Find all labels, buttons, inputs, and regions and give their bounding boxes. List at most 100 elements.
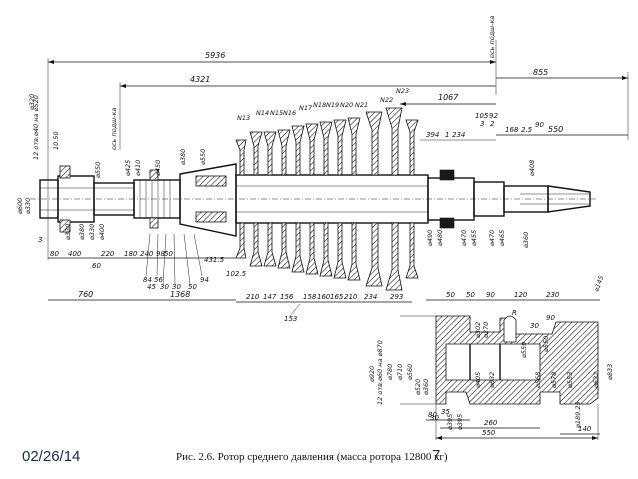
bottom-dim-98: 98: [156, 250, 165, 258]
stage-label-n19: N19: [326, 101, 339, 109]
detail-bottom-550: 550: [482, 429, 496, 437]
top-dim-234: 234: [452, 131, 465, 139]
bottom-dim-240: 240: [140, 250, 154, 258]
detail-left-710: ⌀710: [396, 364, 404, 380]
bottom-dim-431-5: 431.5: [204, 256, 225, 264]
stage-label-n16: N16: [283, 109, 296, 117]
detail-inner-302: ⌀302: [474, 322, 482, 338]
top-dim-2-5: 2.5: [521, 126, 533, 134]
detail-left-395: ⌀395: [456, 414, 464, 430]
detail-left-560: ⌀560: [406, 364, 414, 380]
detail-misc-r: R: [512, 309, 517, 317]
bottom-dim-400: 400: [68, 250, 82, 258]
top-dim-105: 105: [475, 112, 489, 120]
disc-stages-top: [235, 107, 419, 176]
detail-inner-622: ⌀622: [592, 372, 600, 388]
top-dim-394: 394: [426, 131, 439, 139]
detail-inner-270: ⌀270: [482, 322, 490, 338]
detail-inner-405: ⌀405: [474, 372, 482, 388]
detail-misc-189: ⌀189.25: [574, 401, 582, 428]
bottom-dim-153: 153: [284, 315, 297, 323]
stage-label-n17: N17: [299, 104, 313, 112]
detail-left-920: ⌀920: [368, 366, 376, 382]
detail-top-dim-50b: 50: [466, 291, 475, 299]
bottom-dim-158: 158: [303, 293, 317, 301]
detail-inner-568: ⌀568: [534, 372, 542, 388]
detail-bottom-140: 140: [578, 425, 592, 433]
top-dim-168: 168: [505, 126, 519, 134]
detail-misc-550: ⌀550: [542, 336, 550, 352]
top-dim-3: 3: [480, 120, 484, 128]
bearing-axis-label-right: ось подш-ка: [488, 16, 496, 58]
length-550-label: 550: [548, 125, 563, 134]
left-label-10-50: 10.50: [52, 131, 60, 150]
bottom-dim-760: 760: [78, 290, 93, 299]
bottom-dim-293: 293: [390, 293, 403, 301]
detail-misc-35: 35: [441, 408, 450, 416]
stage-label-n21: N21: [355, 101, 368, 109]
left-diameter-330b: ⌀330: [64, 224, 72, 240]
detail-view: 50 50 90 120 230 90 ⌀920 12 отв.⌀60 на ⌀…: [368, 291, 614, 440]
detail-inner-578: ⌀578: [550, 372, 558, 388]
bottom-dim-94: 94: [200, 276, 209, 284]
detail-left-520: ⌀520: [414, 379, 422, 395]
figure-caption: Рис. 2.6. Ротор среднего давления (масса…: [176, 451, 448, 463]
left-diameter-600: ⌀600: [16, 198, 24, 214]
detail-top-dim-50a: 50: [446, 291, 455, 299]
right-diameter-465: ⌀465: [498, 230, 506, 246]
detail-top-dim-120: 120: [514, 291, 528, 299]
stage-labels: N13 N14 N15 N16 N17 N18 N19 N20 N21 N22 …: [237, 87, 409, 122]
detail-misc-30a: 30: [530, 322, 539, 330]
bottom-dim-210: 210: [246, 293, 260, 301]
length-1067-label: 1067: [438, 93, 459, 102]
top-dim-1: 1: [445, 131, 449, 139]
bottom-dim-210b: 210: [344, 293, 358, 301]
bottom-dim-102-5: 102.5: [226, 270, 247, 278]
bottom-dim-147: 147: [263, 293, 277, 301]
detail-bottom-80: 80: [428, 411, 437, 419]
bottom-dimension-lines: 80 400 60 220 180 240 98 50 431.5 102.5 …: [48, 233, 412, 323]
stage-label-n18: N18: [313, 101, 326, 109]
bottom-dim-56: 56: [154, 276, 163, 284]
stage-label-n22: N22: [380, 96, 393, 104]
rotor-body: [30, 107, 596, 291]
left-diameter-400: ⌀400: [98, 224, 106, 240]
right-diameter-408: ⌀408: [528, 160, 536, 176]
bottom-dim-45: 45: [147, 283, 156, 291]
left-diameter-labels: 12 отв.⌀40 на ⌀520 ⌀600 ⌀330 ⌀320 10.50 …: [16, 94, 207, 244]
stage-label-n14: N14: [256, 109, 269, 117]
detail-bottom-260: 260: [484, 419, 498, 427]
top-dim-2: 2: [490, 120, 495, 128]
right-diameter-480: ⌀480: [436, 230, 444, 246]
bottom-dim-30: 30: [160, 283, 169, 291]
left-diameter-425: ⌀425: [124, 160, 132, 176]
page-number: 7: [432, 447, 441, 464]
detail-inner-833: ⌀833: [606, 364, 614, 380]
stage-label-n23: N23: [396, 87, 409, 95]
right-diameter-455: ⌀455: [470, 230, 478, 246]
bottom-dim-180: 180: [124, 250, 138, 258]
detail-left-360: ⌀360: [422, 379, 430, 395]
right-label-145: ⌀145: [592, 275, 605, 293]
left-diameter-330c: ⌀330: [88, 224, 96, 240]
detail-inner-553: ⌀553: [566, 372, 574, 388]
bottom-dim-60: 60: [92, 262, 101, 270]
top-dim-90: 90: [535, 121, 544, 129]
top-dim-92: 92: [489, 112, 498, 120]
bottom-dim-1368: 1368: [170, 290, 190, 299]
left-diameter-380: ⌀380: [78, 224, 86, 240]
detail-top-dim-90b: 90: [546, 314, 555, 322]
left-diameter-320: ⌀320: [28, 94, 36, 110]
right-diameter-360: ⌀360: [522, 232, 530, 248]
top-dimension-lines: 5936 4321 855 1067 550 394 1 234 105 92 …: [47, 40, 629, 260]
bottom-dim-160: 160: [317, 293, 331, 301]
bottom-dim-30b: 30: [172, 283, 181, 291]
right-diameter-470: ⌀470: [460, 230, 468, 246]
length-855-label: 855: [533, 68, 548, 77]
stage-label-n13: N13: [237, 114, 250, 122]
detail-left-holes: 12 отв.⌀60 на ⌀870: [376, 340, 384, 405]
detail-top-dim-230: 230: [546, 291, 560, 299]
left-diameter-450: ⌀450: [154, 160, 162, 176]
right-diameter-470b: ⌀470: [488, 230, 496, 246]
